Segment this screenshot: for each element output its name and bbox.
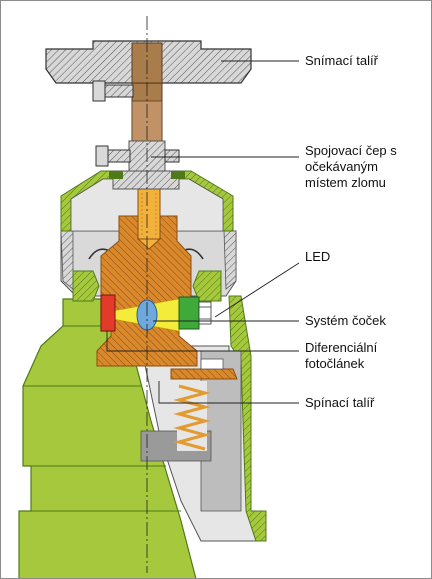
label-switch-plate: Spínací talíř xyxy=(305,395,375,410)
screw-lower xyxy=(95,145,180,167)
led-emitter xyxy=(100,294,116,332)
label-led: LED xyxy=(305,249,331,264)
label-photocell: Diferenciální fotočlánek xyxy=(305,340,378,371)
label-probing-plate: Snímací talíř xyxy=(305,53,378,68)
photocell xyxy=(178,296,200,330)
leader-switch-plate xyxy=(158,381,299,404)
leader-photocell xyxy=(106,331,299,352)
label-lens-system: Systém čoček xyxy=(305,313,386,328)
spring xyxy=(173,381,211,451)
break-pin xyxy=(137,188,161,240)
screw-upper xyxy=(92,80,134,102)
leader-led xyxy=(214,262,300,318)
label-break-pin: Spojovací čep s očekávaným místem zlomu xyxy=(305,143,397,190)
